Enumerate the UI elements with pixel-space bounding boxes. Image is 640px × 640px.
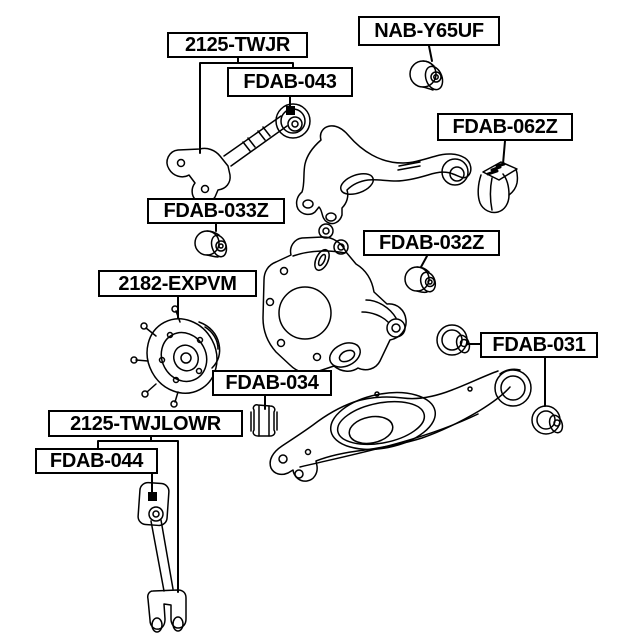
part-number-label-fdab-032z: FDAB-032Z — [363, 230, 500, 256]
leader-fdab-032z — [421, 256, 427, 267]
stabilizer-bushing-drawing-fdab-062z — [478, 162, 517, 213]
bushing-drawing-nab-y65uf — [410, 61, 446, 92]
leader-lines — [98, 46, 545, 592]
marker-square-fdab-043 — [286, 106, 295, 115]
leader-nab-y65uf — [429, 46, 432, 61]
bushing-drawing-fdab-034 — [251, 405, 277, 436]
part-number-label-fdab-044: FDAB-044 — [35, 448, 158, 474]
leader-2125-twjr — [200, 58, 293, 153]
lower-trailing-link-drawing — [138, 482, 186, 632]
marker-square-fdab-044 — [148, 492, 157, 501]
part-number-label-nab-y65uf: NAB-Y65UF — [358, 16, 500, 46]
part-number-label-2182-expvm: 2182-EXPVM — [98, 270, 257, 297]
rear-knuckle-drawing — [263, 224, 406, 373]
part-number-label-fdab-034: FDAB-034 — [212, 370, 332, 396]
hub-assembly-drawing — [131, 306, 230, 407]
lower-control-arm-drawing — [270, 369, 531, 481]
bushing-drawing-fdab-031-upper — [437, 325, 472, 355]
part-number-label-fdab-033z: FDAB-033Z — [147, 198, 285, 224]
upper-camber-rod-drawing — [167, 104, 310, 203]
leader-fdab-062z — [503, 141, 505, 164]
part-number-label-fdab-043: FDAB-043 — [227, 67, 353, 97]
bushing-drawing-fdab-031-lower — [532, 406, 565, 435]
part-number-label-fdab-031: FDAB-031 — [480, 332, 598, 358]
bushing-drawing-fdab-033z — [195, 231, 229, 259]
bushing-drawing-fdab-032z — [405, 267, 438, 294]
part-number-label-2125-twjlowr: 2125-TWJLOWR — [48, 410, 243, 437]
leader-2125-twjlowr — [98, 437, 178, 592]
part-number-label-2125-twjr: 2125-TWJR — [167, 32, 308, 58]
upper-control-arm-drawing — [297, 126, 471, 224]
part-number-label-fdab-062z: FDAB-062Z — [437, 113, 573, 141]
